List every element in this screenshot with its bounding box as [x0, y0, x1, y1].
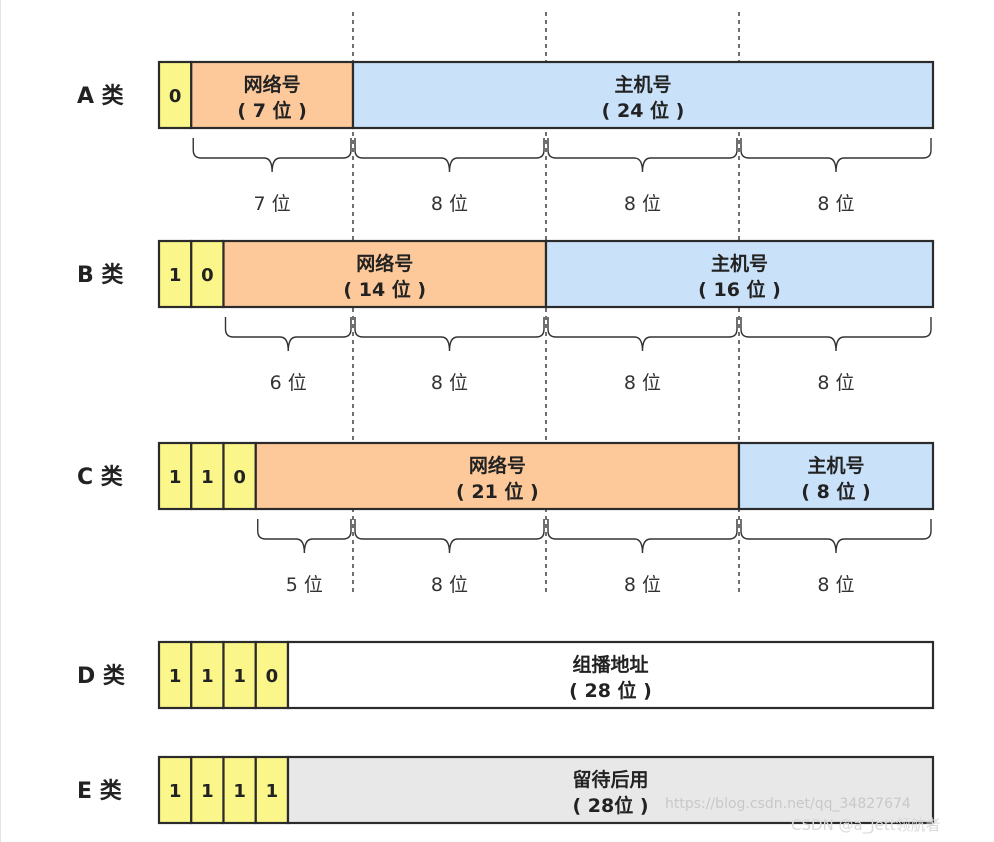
segment-width-label: 5 位 [286, 574, 323, 596]
network-field-name: 网络号 [356, 252, 413, 275]
prefix-bit-value: 0 [169, 86, 182, 107]
multicast-field [286, 640, 935, 710]
host-field-width: ( 8 位 ) [801, 480, 870, 503]
segment-width-label: 8 位 [624, 193, 661, 215]
prefix-bit-value: 1 [169, 666, 182, 687]
prefix-bit-value: 1 [201, 666, 214, 687]
prefix-bit-value: 1 [169, 467, 182, 488]
prefix-bit-value: 0 [201, 265, 214, 286]
network-field-width: ( 21 位 ) [456, 480, 539, 503]
class-row: A 类 0 网络号 ( 7 位 ) 主机号 ( 24 位 ) 7 位 8 位 8 位 8 位 [77, 60, 935, 215]
segment-brace [547, 138, 738, 173]
prefix-bit-value: 0 [266, 666, 279, 687]
segment-width-label: 8 位 [431, 372, 468, 394]
segment-brace [192, 138, 352, 173]
segment-brace [740, 317, 932, 352]
watermark-url: https://blog.csdn.net/qq_34827674 [665, 796, 911, 812]
class-label: A 类 [77, 84, 125, 109]
network-field-width: ( 14 位 ) [343, 278, 426, 301]
host-field [737, 441, 935, 511]
host-field-name: 主机号 [614, 74, 671, 96]
class-label: E 类 [77, 779, 123, 804]
network-field [222, 239, 548, 309]
prefix-bit-value: 1 [201, 781, 214, 802]
network-field-name: 网络号 [244, 73, 301, 96]
segment-width-label: 8 位 [817, 372, 854, 394]
reserved-field [286, 755, 935, 825]
network-field-name: 网络号 [469, 454, 526, 477]
segment-brace [547, 317, 738, 352]
reserved-field-width: ( 28位 ) [572, 794, 648, 817]
host-field-name: 主机号 [711, 253, 768, 275]
multicast-field-name: 组播地址 [572, 653, 648, 676]
segment-width-label: 7 位 [254, 193, 291, 215]
segment-brace [354, 317, 545, 352]
segment-width-label: 8 位 [817, 193, 854, 215]
prefix-bit-value: 1 [266, 781, 279, 802]
host-field-width: ( 16 位 ) [698, 278, 781, 301]
prefix-bit-value: 1 [233, 781, 246, 802]
class-label: B 类 [77, 263, 124, 288]
prefix-bit-cell [190, 640, 225, 710]
prefix-bit-value: 1 [233, 666, 246, 687]
prefix-bit-cell [157, 239, 193, 309]
segment-brace [257, 519, 352, 554]
prefix-bit-value: 1 [169, 781, 182, 802]
segment-width-label: 6 位 [270, 372, 307, 394]
prefix-bit-value: 1 [169, 265, 182, 286]
multicast-field-width: ( 28 位 ) [569, 679, 652, 702]
watermark-credit: CSDN @a_Jett领航者 [791, 816, 941, 835]
prefix-bit-cell [157, 441, 193, 511]
network-field [190, 60, 355, 130]
prefix-bit-cell [190, 441, 225, 511]
segment-width-label: 8 位 [624, 574, 661, 596]
network-field [254, 441, 741, 511]
segment-brace [354, 138, 545, 173]
prefix-bit-cell [254, 640, 290, 710]
host-field-name: 主机号 [807, 455, 864, 477]
segment-width-label: 8 位 [431, 193, 468, 215]
reserved-field-name: 留待后用 [572, 768, 648, 791]
prefix-bit-cell [222, 755, 257, 825]
segment-brace [224, 317, 352, 352]
segment-width-label: 8 位 [431, 574, 468, 596]
segment-brace [740, 519, 932, 554]
prefix-bit-value: 1 [201, 467, 214, 488]
class-label: C 类 [77, 465, 124, 490]
segment-brace [547, 519, 738, 554]
host-field-width: ( 24 位 ) [602, 99, 685, 122]
network-field-width: ( 7 位 ) [237, 99, 306, 122]
prefix-bit-cell [222, 640, 257, 710]
host-field [351, 60, 935, 130]
segment-width-label: 8 位 [624, 372, 661, 394]
segment-brace [354, 519, 545, 554]
prefix-bit-value: 0 [233, 467, 246, 488]
host-field [544, 239, 935, 309]
class-label: D 类 [77, 664, 126, 689]
segment-brace [740, 138, 932, 173]
segment-width-label: 8 位 [817, 574, 854, 596]
